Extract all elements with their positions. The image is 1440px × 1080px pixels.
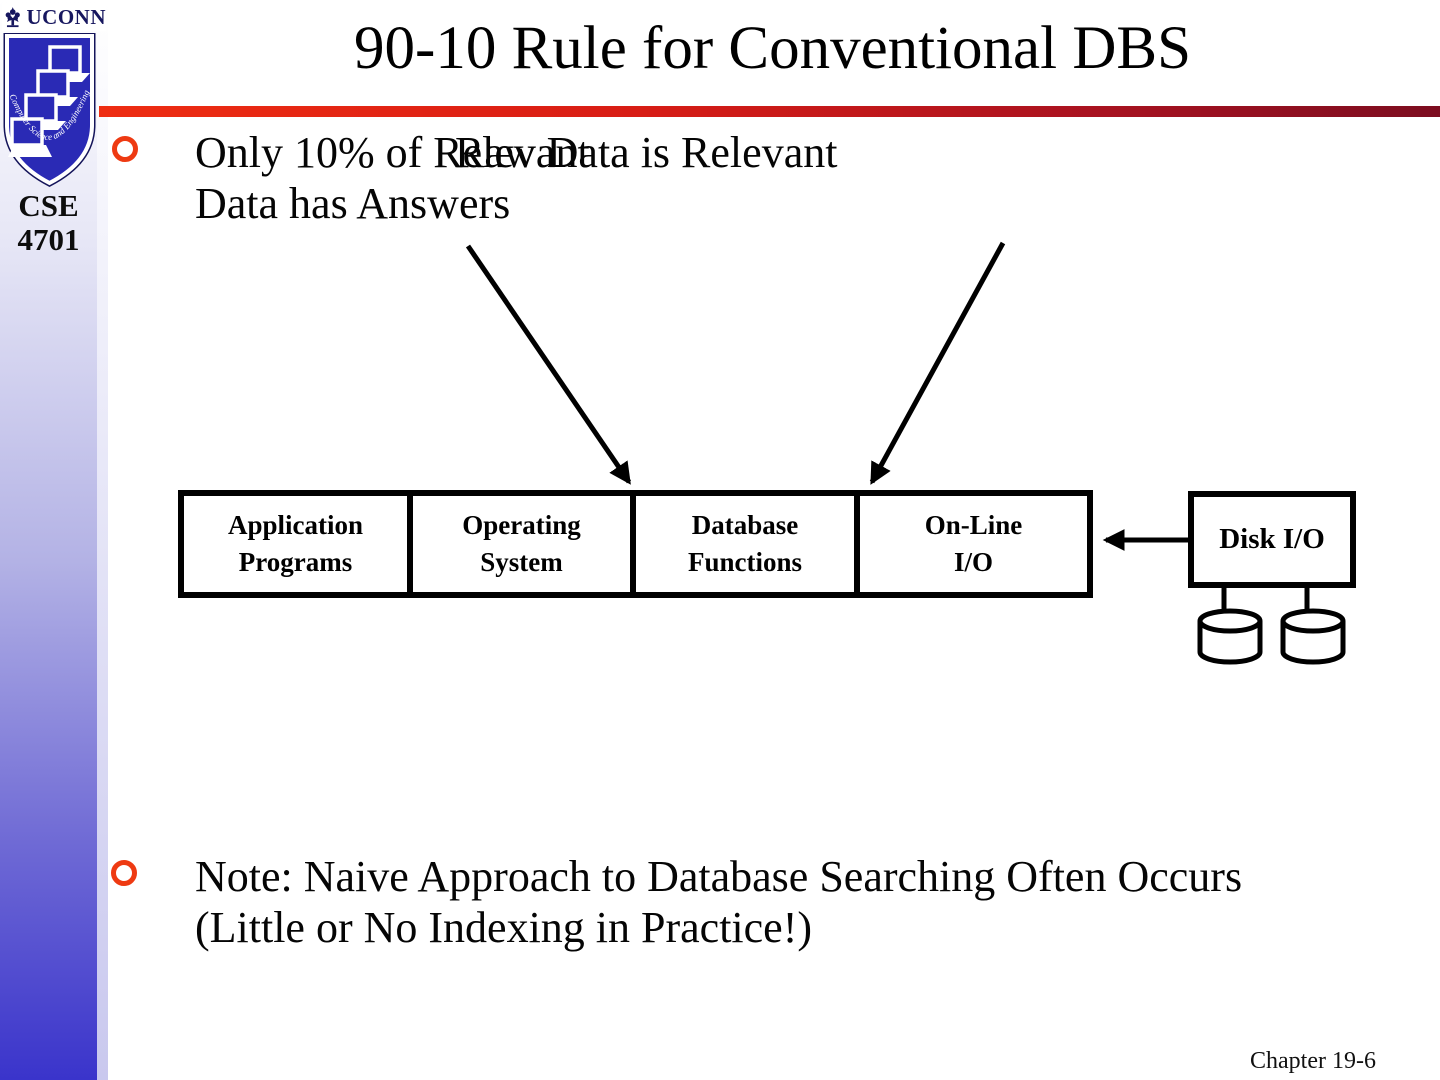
disk-box-label: Disk I/O <box>1219 523 1325 555</box>
oak-tree-icon <box>5 7 20 28</box>
box-label: I/O <box>953 547 993 577</box>
bullet-2: Note: Naive Approach to Database Searchi… <box>195 851 1242 953</box>
uconn-wordmark: UCONN <box>26 4 106 29</box>
box-disk-io: Disk I/O <box>1188 491 1356 588</box>
course-label: CSE 4701 <box>0 189 97 257</box>
uconn-logo: UCONN <box>2 3 106 31</box>
sidebar-edge <box>97 0 108 1080</box>
cse-shield-icon: Computer Science and Engineering <box>3 33 96 187</box>
arrow-raw-to-online <box>869 241 1006 485</box>
box-label: Functions <box>687 547 803 577</box>
raw-data-label: Raw Data is Relevant <box>455 128 838 177</box>
box-label: Operating <box>462 510 581 540</box>
disk-cylinder-icon <box>1197 608 1263 665</box>
box-label: System <box>480 547 563 577</box>
page-title: 90-10 Rule for Conventional DBS <box>354 15 1191 82</box>
bullet-2-line1: Note: Naive Approach to Database Searchi… <box>195 852 1243 901</box>
box-database-functions: Database Functions <box>630 496 854 592</box>
bullet-icon <box>111 860 137 886</box>
bullet-1-line1: Only 10% of Relevant <box>195 128 590 177</box>
course-line2: 4701 <box>17 222 80 257</box>
bullet-icon <box>112 136 138 162</box>
monitor-icons <box>8 45 90 157</box>
box-application-programs: Application Programs <box>184 496 407 592</box>
title-underline <box>99 106 1440 117</box>
box-operating-system: Operating System <box>407 496 630 592</box>
disk-cylinder-icon <box>1280 608 1346 665</box>
box-label: Database <box>691 510 799 540</box>
box-label: Application <box>227 510 364 540</box>
chapter-label: Chapter 19-6 <box>1250 1048 1376 1074</box>
bullet-2-line2: (Little or No Indexing in Practice!) <box>195 903 813 952</box>
bullet-1-line2: Data has Answers <box>195 179 511 228</box>
bullet-1: Only 10% of Relevant Data has Answers <box>195 127 590 229</box>
arrow-raw-to-database <box>465 244 632 485</box>
box-online-io: On-Line I/O <box>854 496 1087 592</box>
course-line1: CSE <box>18 188 79 223</box>
box-label: Programs <box>238 547 353 577</box>
pipeline-row: Application Programs Operating System Da… <box>178 490 1093 598</box>
box-label: On-Line <box>924 510 1023 540</box>
